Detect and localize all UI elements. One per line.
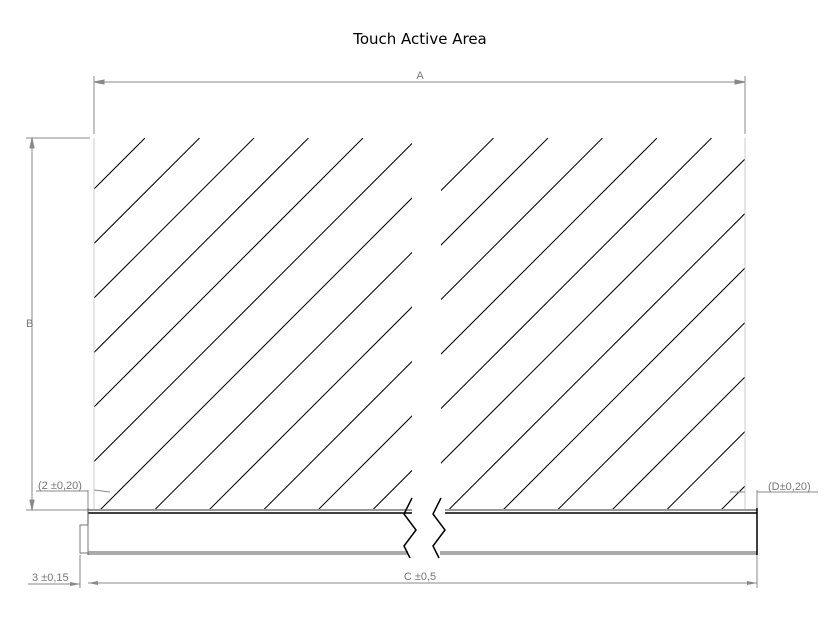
hatch-line (94, 138, 146, 190)
hatch-line (441, 138, 712, 410)
dimension-b (26, 137, 90, 511)
hatch-line (448, 212, 745, 510)
hatch-line (154, 251, 412, 510)
edge-right-label: (D±0,20) (768, 481, 811, 493)
hatch-line (720, 485, 745, 510)
hatch-line (208, 306, 412, 510)
diagram-title: Touch Active Area (352, 30, 487, 48)
hatch-line (317, 415, 412, 510)
dimension-a-label: A (416, 70, 424, 82)
break-line-right (432, 497, 446, 559)
hatch-line (94, 138, 309, 354)
edge-left-label: (2 ±0,20) (38, 480, 82, 492)
hatch-right-panel (441, 138, 745, 510)
sensor-strip (79, 497, 758, 559)
hatch-line (263, 360, 412, 510)
hatch-line (99, 197, 412, 510)
dimension-c-label: C ±0,5 (404, 571, 436, 583)
hatch-line (666, 430, 745, 510)
hatch-line (94, 142, 412, 463)
hatch-line (502, 267, 745, 510)
hatch-line (441, 138, 658, 355)
hatch-line (441, 158, 745, 464)
hatch-line (94, 138, 255, 299)
break-line-left (403, 497, 417, 559)
dimension-b-label: B (26, 318, 33, 330)
hatch-line (441, 138, 549, 246)
hatch-line (94, 138, 364, 408)
dimension-c (28, 555, 758, 588)
hatch-line (94, 138, 200, 245)
hatch-left-panel (94, 138, 412, 510)
dimension-a (93, 76, 746, 134)
hatch-line (557, 321, 745, 510)
dimension-edge-left (36, 489, 111, 508)
hatch-line (441, 138, 603, 301)
dimension-edge-right (730, 490, 818, 508)
hatch-line (611, 376, 745, 510)
thickness-label: 3 ±0,15 (32, 572, 69, 584)
